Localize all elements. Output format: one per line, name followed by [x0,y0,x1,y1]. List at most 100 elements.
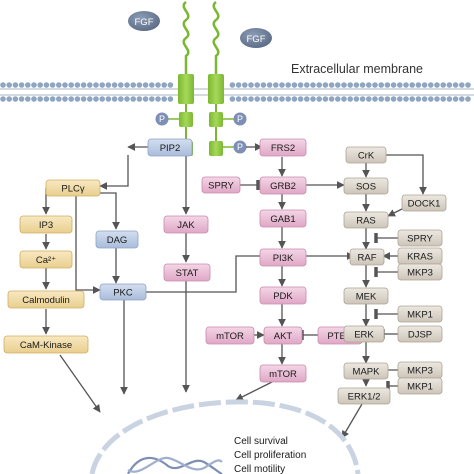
node-mtor-bottom-label: mTOR [269,369,297,380]
node-raf-box [349,248,385,266]
node-erk12-label: ERK1/2 [348,392,381,403]
node-ip3-box [19,215,73,234]
outcome-cell-proliferation: Cell proliferation [234,450,306,461]
node-ca-box [19,250,73,269]
node-stat: STAT [163,263,211,282]
outcome-cell-survival: Cell survival [234,436,288,447]
node-mkp3-top: MKP3 [397,263,443,281]
node-mek: MEK [343,287,389,305]
fgf-receptor [168,1,234,156]
node-pi3k-label: PI3K [273,253,294,264]
node-djsp: DJSP [397,325,443,343]
node-frs2-box [259,138,307,157]
node-stat-box [163,263,211,282]
fgf-ligand-right-label: FGF [247,34,266,45]
node-pi3k: PI3K [259,248,307,267]
node-crk: CrK [345,146,387,164]
node-erk-label: ERK [354,330,374,341]
node-ip3-label: IP3 [39,220,53,231]
node-ras: RAS [343,211,389,229]
node-gab1-box [259,209,307,228]
node-jak-label: JAK [177,220,195,231]
node-mkp3-bottom-label: MKP3 [407,366,433,377]
node-spry-right-label: SPRY [407,234,433,245]
node-mkp1-top: MKP1 [397,305,443,323]
node-mtor-left-box [205,326,255,345]
node-mapk-label: MAPK [353,367,381,378]
node-sos-box [343,177,389,195]
node-pten-label: PTEN [327,331,352,342]
node-pdk-label: PDK [273,291,293,302]
node-pkc-label: PKC [113,288,133,299]
node-mkp3-top-box [397,263,443,281]
node-mkp3-bottom: MKP3 [397,361,443,379]
node-raf: RAF [349,248,385,266]
node-mkp1-bottom-label: MKP1 [407,382,433,393]
node-akt: AKT [263,326,303,345]
node-erk-box [343,325,385,343]
phospho-label-1: P [159,114,165,124]
node-mkp1-top-box [397,305,443,323]
node-pdk: PDK [259,286,307,305]
node-mtor-left: mTOR [205,326,255,345]
nucleus [89,399,361,474]
node-frs2-label: FRS2 [271,143,295,154]
node-dag-label: DAG [107,235,128,246]
node-calmodulin-label: Calmodulin [22,295,70,306]
node-pkc: PKC [99,283,147,301]
node-ras-box [343,211,389,229]
fgf-ligand-left-label: FGF [135,17,154,28]
fgf-ligand-right: FGF [240,28,272,48]
node-spry-left-label: SPRY [208,181,234,192]
node-frs2: FRS2 [259,138,307,157]
node-pkc-box [99,283,147,301]
node-ca-label: Ca²⁺ [36,255,56,266]
membrane-label: Extracellular membrane [291,62,423,76]
node-calmodulin: Calmodulin [7,290,85,309]
node-grb2: GRB2 [259,176,307,195]
node-dag: DAG [95,230,139,249]
node-kras-label: KRAS [407,252,433,263]
node-plcg-box [45,179,101,197]
node-ras-label: RAS [356,216,376,227]
cell-membrane [0,82,474,102]
node-djsp-box [397,325,443,343]
node-dock1-box [401,194,447,212]
node-akt-label: AKT [274,331,293,342]
outcome-cell-motility: Cell motility [234,464,285,474]
phospho-site-1: P [155,112,169,126]
node-jak-box [163,215,209,234]
fgf-ligand-left: FGF [128,11,160,31]
node-pi3k-box [259,248,307,267]
node-pip2: PIP2 [147,138,193,157]
node-gab1: GAB1 [259,209,307,228]
node-ca: Ca²⁺ [19,250,73,269]
node-mapk-box [343,362,389,380]
node-mek-box [343,287,389,305]
node-dag-box [95,230,139,249]
node-erk: ERK [343,325,385,343]
node-mek-label: MEK [356,292,377,303]
node-camk-box [3,335,89,354]
node-ip3: IP3 [19,215,73,234]
phospho-label-4: P [237,142,243,152]
node-camk-label: CaM-Kinase [20,340,72,351]
node-kras: KRAS [397,247,443,265]
node-djsp-label: DJSP [408,330,432,341]
node-stat-label: STAT [176,268,199,279]
node-akt-box [263,326,303,345]
node-crk-box [345,146,387,164]
node-grb2-box [259,176,307,195]
node-spry-left: SPRY [201,176,241,194]
node-pip2-label: PIP2 [160,143,181,154]
node-pdk-box [259,286,307,305]
node-spry-right: SPRY [397,229,443,247]
phospho-site-3: P [233,112,247,126]
phospho-label-3: P [237,114,243,124]
node-spry-left-box [201,176,241,194]
node-dock1-label: DOCK1 [408,199,441,210]
node-camk: CaM-Kinase [3,335,89,354]
node-sos: SOS [343,177,389,195]
node-mtor-bottom: mTOR [259,364,307,383]
